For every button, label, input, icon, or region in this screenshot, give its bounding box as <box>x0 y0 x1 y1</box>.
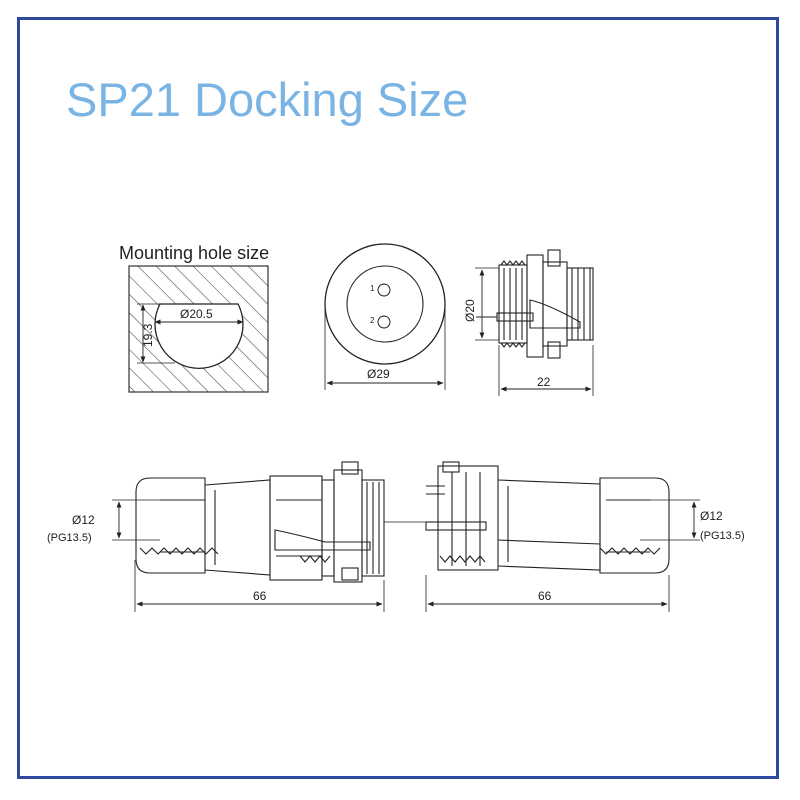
male-plug-view <box>112 461 408 612</box>
page-border <box>17 17 779 779</box>
flat-height-label: 19.3 <box>141 323 155 347</box>
front-view: 1 2 Ø29 <box>324 243 446 390</box>
female-length-label: 66 <box>538 589 552 603</box>
pin-2-label: 2 <box>370 316 375 325</box>
mounting-hole-view: Mounting hole size Ø20.5 19.3 <box>119 243 269 393</box>
mounting-hole-label: Mounting hole size <box>119 243 269 263</box>
hole-diameter-label: Ø20.5 <box>180 307 213 321</box>
male-cable-diameter-label: Ø12 <box>72 513 95 527</box>
page-title: SP21 Docking Size <box>66 73 469 126</box>
side-length-label: 22 <box>537 375 551 389</box>
male-gland-spec-label: (PG13.5) <box>47 532 92 544</box>
pin-hole-2 <box>377 315 391 329</box>
male-length-label: 66 <box>253 589 267 603</box>
side-view <box>475 249 594 396</box>
female-plug-view <box>408 461 700 612</box>
female-cable-diameter-label: Ø12 <box>700 509 723 523</box>
pin-hole-1 <box>377 283 391 297</box>
pin-1-label: 1 <box>370 284 375 293</box>
front-outer-circle <box>324 243 446 365</box>
front-inner-circle <box>346 265 424 343</box>
female-gland-spec-label: (PG13.5) <box>700 530 745 542</box>
side-thread-diameter-label: Ø20 <box>463 299 477 322</box>
front-diameter-label: Ø29 <box>367 367 390 381</box>
